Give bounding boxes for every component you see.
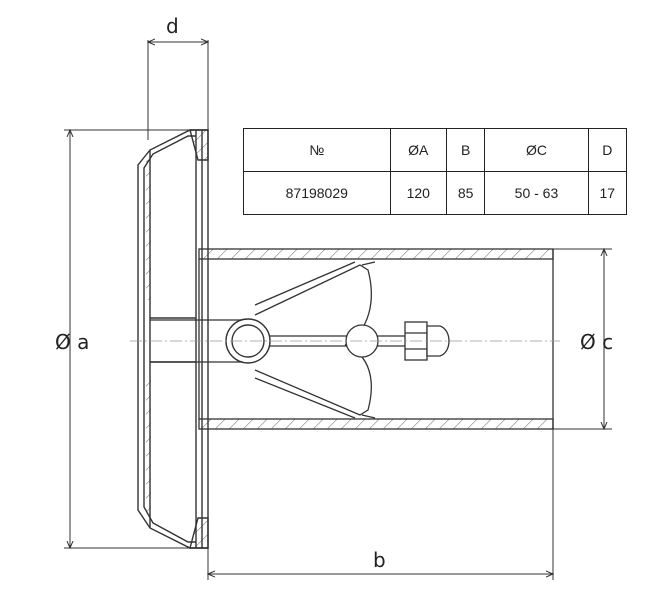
dimension-c-label: Ø c [580,330,614,354]
dimension-a-label: Ø a [55,330,90,354]
cell-c: 50 - 63 [484,171,589,215]
header-cell-b: B [445,128,486,172]
header-cell-number: № [243,128,391,172]
table-row: 87198029 120 85 50 - 63 17 [243,171,628,215]
table-header-row: № ØA B ØC D [243,128,628,172]
cell-d: 17 [587,171,628,215]
pipe [198,248,554,430]
cell-number: 87198029 [243,171,391,215]
header-cell-c: ØC [484,128,589,172]
spec-table: № ØA B ØC D 87198029 120 85 50 - 63 17 [243,128,628,215]
header-cell-a: ØA [389,128,447,172]
cell-b: 85 [445,171,486,215]
dimensions [64,40,612,580]
dimension-b-label: b [373,548,386,572]
flange-disc [137,129,209,549]
dimension-d-label: d [166,14,179,38]
rod [150,319,245,363]
header-cell-d: D [587,128,628,172]
cell-a: 120 [389,171,447,215]
